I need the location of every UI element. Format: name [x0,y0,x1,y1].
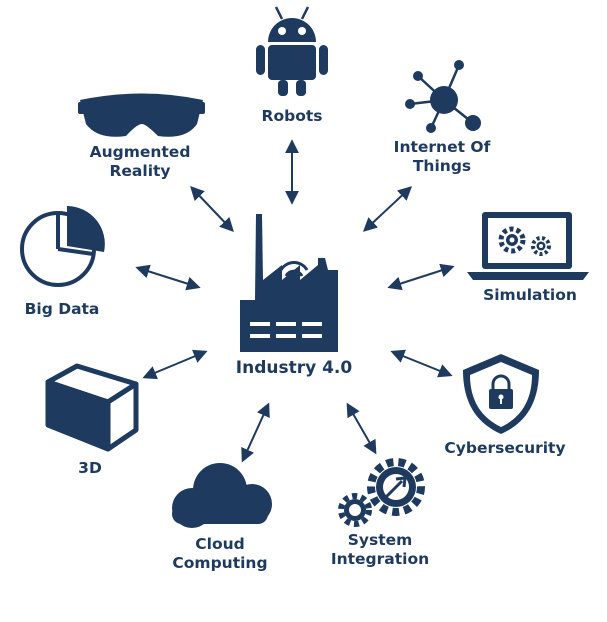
robots-label: Robots [261,107,323,125]
cloud-icon [172,463,272,528]
vr-goggles-icon [78,93,205,137]
network-icon [405,60,481,133]
arrow-augmented-reality [190,185,234,233]
arrow-3d [142,349,208,380]
factory-icon [240,214,338,352]
arrow-cloud-computing [241,402,270,463]
3d-label: 3D [78,459,102,477]
arrow-iot [362,186,413,232]
arrow-cybersecurity [390,349,453,378]
shield-lock-icon [463,354,539,434]
iot-label: Internet Of Things [393,138,491,175]
system-integration-label: System Integration [330,531,430,568]
big-data-label: Big Data [24,300,100,318]
cybersecurity-label: Cybersecurity [444,439,566,457]
arrow-big-data [135,264,201,291]
connector-arrows [135,139,455,463]
pie-chart-icon [20,206,105,287]
augmented-reality-label: Augmented Reality [89,143,191,180]
arrow-system-integration [346,402,377,455]
arrow-simulation [387,263,455,291]
simulation-label: Simulation [483,286,577,304]
monitor-gears-icon [467,212,589,280]
cube-icon [45,363,139,452]
gears-icon [338,458,425,527]
cloud-computing-label: Cloud Computing [172,535,268,572]
center-label: Industry 4.0 [235,358,353,378]
robot-icon [256,6,328,96]
